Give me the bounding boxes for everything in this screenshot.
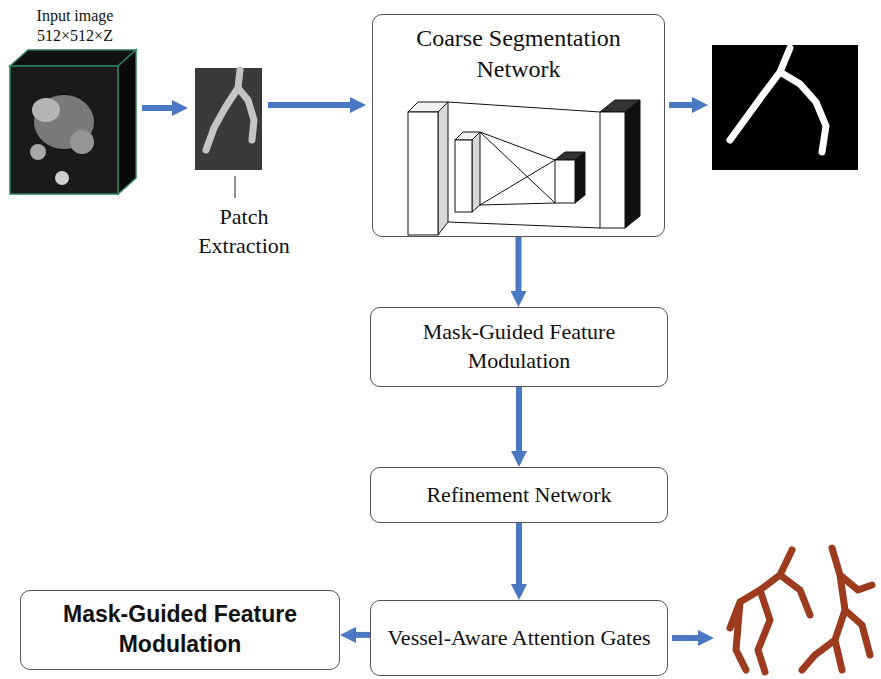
flow-arrow: [356, 632, 370, 638]
box-label: Mask-Guided Feature Modulation: [381, 318, 657, 375]
flow-arrow: [142, 105, 698, 638]
box-label: Vessel-Aware Attention Gates: [387, 624, 650, 653]
box-label: Mask-Guided Feature Modulation: [31, 600, 329, 660]
mask-image: [712, 45, 858, 170]
unet-sketch: [408, 100, 640, 235]
vessel-tree: [730, 548, 872, 672]
patch-image: [195, 68, 262, 198]
process-box: Refinement Network: [370, 467, 668, 523]
ct-volume: [10, 50, 136, 194]
flow-arrow: [516, 387, 522, 451]
box-label: Refinement Network: [426, 481, 611, 510]
box-label: Coarse Segmentation Network: [383, 23, 654, 85]
flow-arrow: [516, 523, 522, 584]
process-box: Vessel-Aware Attention Gates: [370, 600, 668, 676]
caption-label: 512×512×Z: [5, 26, 145, 47]
process-box: Coarse Segmentation Network: [372, 14, 665, 237]
caption-label: Input image: [5, 6, 145, 27]
process-box: Mask-Guided Feature Modulation: [20, 590, 340, 670]
caption-label: Patch Extraction: [184, 203, 304, 260]
process-box: Mask-Guided Feature Modulation: [370, 307, 668, 387]
flow-arrow: [516, 237, 522, 291]
